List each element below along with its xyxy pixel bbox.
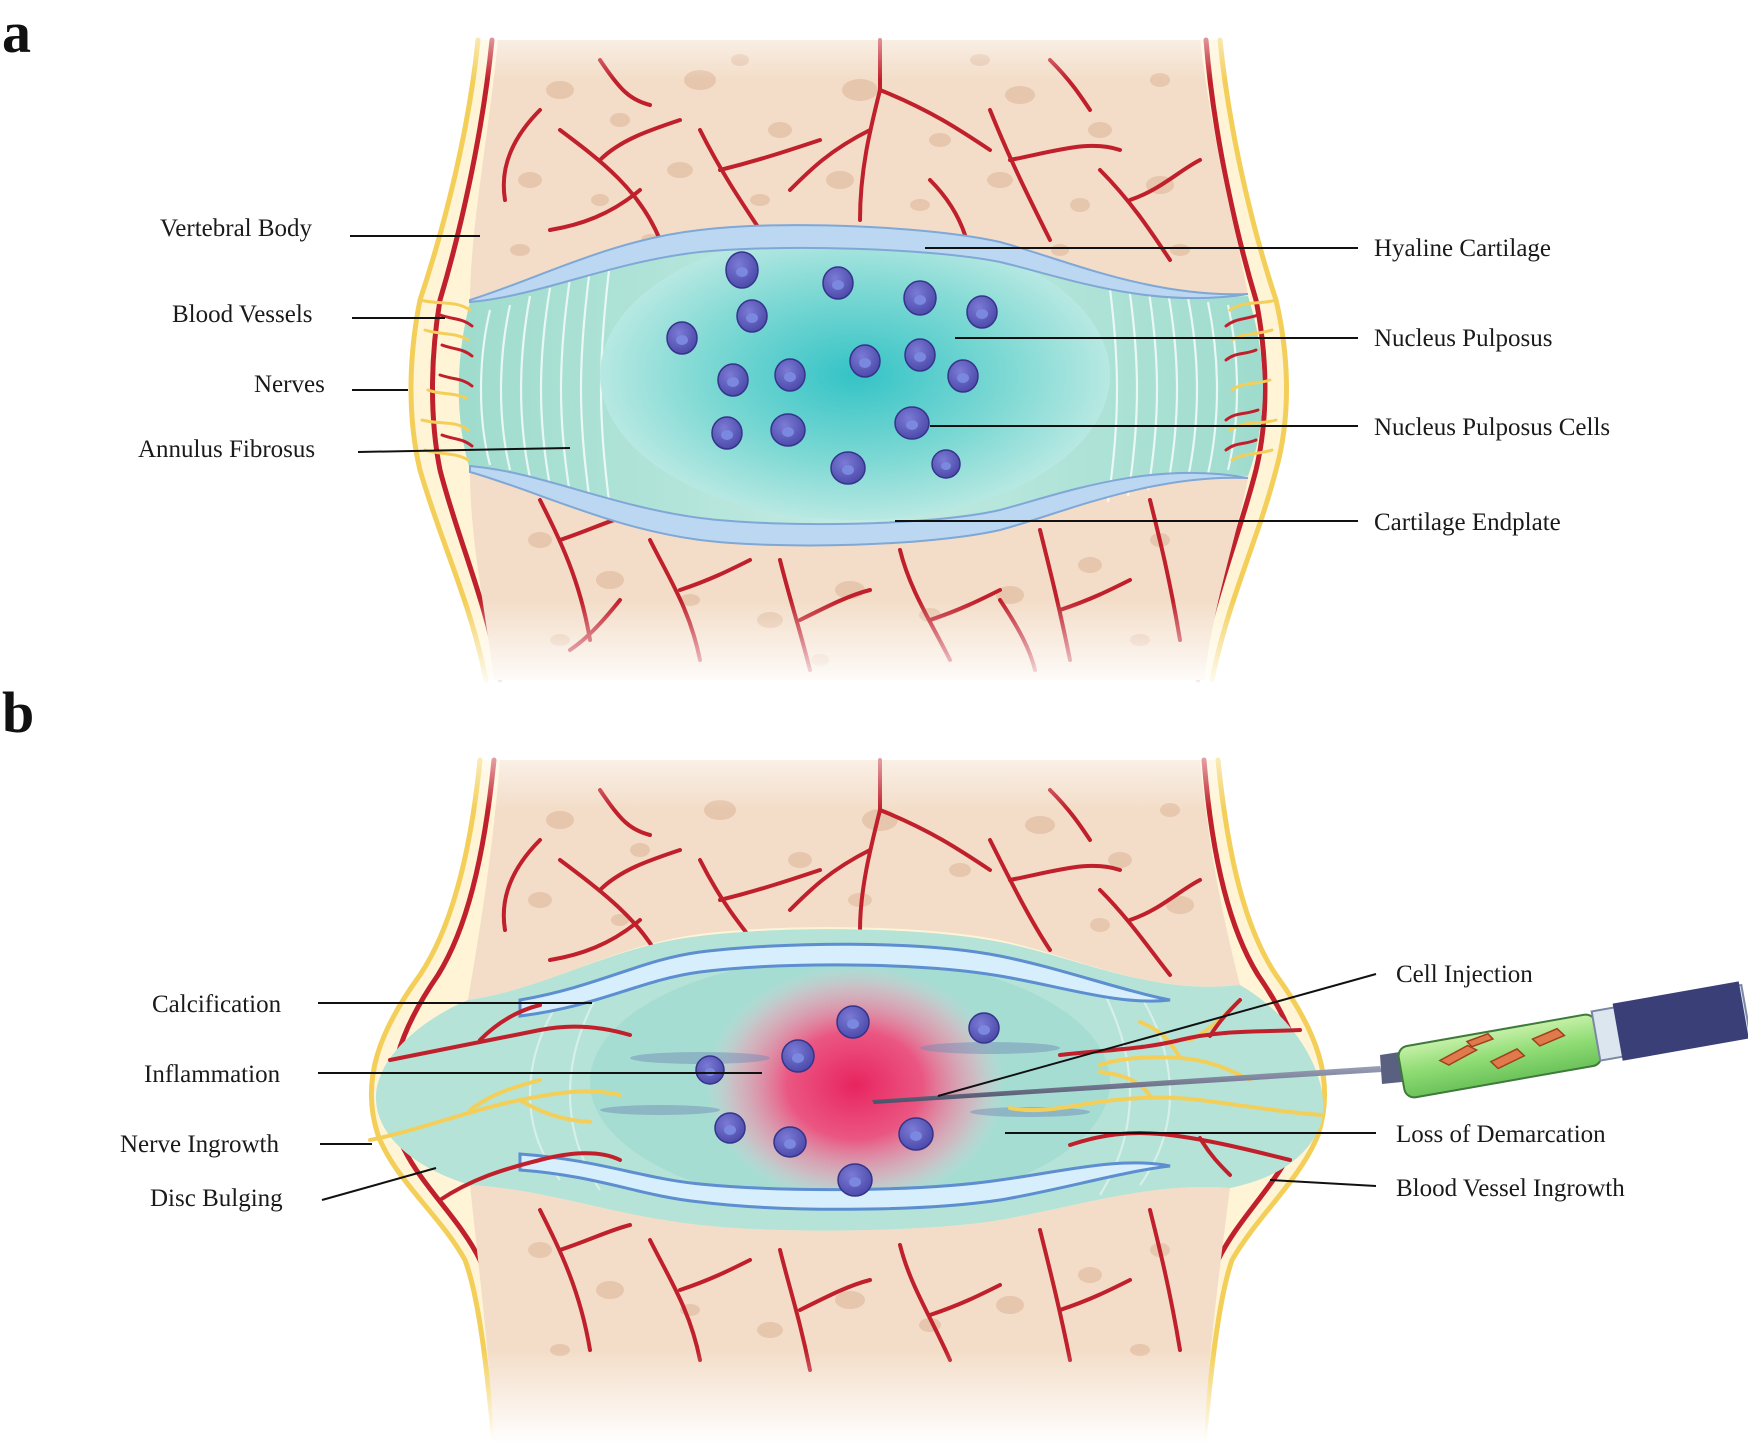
np-cell [968,1012,1000,1044]
np-cell [822,266,854,300]
np-cell [894,406,930,440]
np-cell [966,295,998,329]
np-cell [717,363,749,397]
np-cell [830,451,866,485]
np-cell [903,280,937,316]
label-nerve-ingrowth: Nerve Ingrowth [120,1131,279,1158]
np-cell [904,338,936,372]
panel-b-leaders [318,973,1377,1201]
np-cell [931,449,961,479]
np-cell [837,1163,873,1197]
label-cell-injection: Cell Injection [1396,961,1533,988]
label-disc-bulging: Disc Bulging [150,1185,283,1212]
np-cell [947,359,979,393]
label-nucleus-pulposus: Nucleus Pulposus [1374,325,1552,352]
panel-b: b [2,680,1748,1443]
label-nucleus-pulposus-cells: Nucleus Pulposus Cells [1374,414,1610,441]
np-cell [695,1055,725,1085]
label-hyaline-cartilage: Hyaline Cartilage [1374,235,1551,262]
panel-a: a [2,0,1610,690]
np-cell [736,299,768,333]
np-cell [898,1117,934,1151]
label-loss-of-demarcation: Loss of Demarcation [1396,1121,1606,1148]
np-cell [770,413,806,447]
np-cell [714,1112,746,1144]
np-cell [725,251,759,289]
label-nerves: Nerves [254,371,325,398]
np-cell [774,358,806,392]
label-cartilage-endplate: Cartilage Endplate [1374,509,1561,536]
panel-b-calcification [518,942,1171,1018]
label-annulus-fibrosus: Annulus Fibrosus [138,436,315,463]
label-blood-vessel-ingrowth: Blood Vessel Ingrowth [1396,1175,1625,1202]
np-cell [836,1005,870,1039]
panel-a-hyaline-cartilage [469,224,1249,304]
label-blood-vessels: Blood Vessels [172,301,313,328]
syringe-icon [872,981,1748,1104]
panel-b-lower-endplate [518,1152,1171,1211]
panel-b-letter: b [2,680,34,745]
panel-a-leaders [350,235,1358,522]
np-cell [781,1039,815,1073]
panel-a-nucleus-cells [666,251,998,485]
panel-b-nucleus-cells [695,1005,1000,1197]
panel-b-upper-vertebra [468,758,1240,1000]
np-cell [666,321,698,355]
np-cell [773,1126,807,1158]
np-cell [711,416,743,450]
label-inflammation: Inflammation [144,1061,281,1088]
panel-b-fissures [600,1042,1090,1117]
panel-a-cartilage-endplate [469,464,1249,547]
panel-a-letter: a [2,0,31,65]
label-vertebral-body: Vertebral Body [160,215,313,242]
np-cell [849,344,881,378]
label-calcification: Calcification [152,991,282,1018]
